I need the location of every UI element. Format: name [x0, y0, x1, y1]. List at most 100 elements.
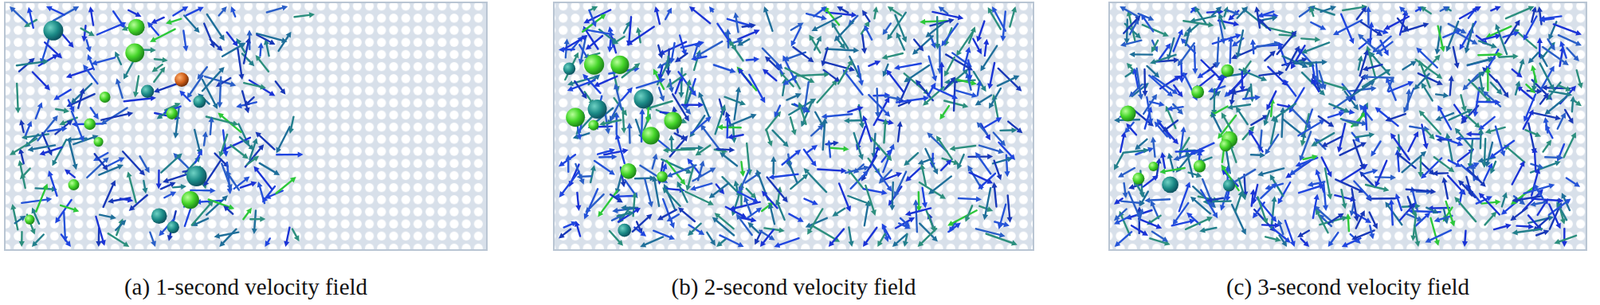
vector-shaft [1362, 109, 1373, 121]
vector-head [1197, 72, 1204, 79]
vector-shaft [1260, 130, 1263, 147]
vector-head [600, 13, 607, 20]
vector-shaft [884, 96, 897, 99]
vector-shaft [765, 115, 778, 131]
vector-head [1557, 197, 1564, 204]
vector-head [147, 22, 153, 29]
vector-head [620, 127, 627, 134]
vector-head [976, 121, 983, 129]
vector-shaft [78, 93, 83, 109]
vector-head [1443, 92, 1449, 99]
vector-head [1310, 141, 1318, 147]
vector-shaft [658, 45, 661, 54]
vector-shaft [922, 169, 926, 186]
plate-b [553, 2, 1034, 251]
vector-shaft [233, 11, 236, 17]
vector-shaft [792, 47, 810, 59]
vector-head [179, 90, 186, 98]
particle-sphere [563, 62, 576, 75]
vector-shaft [679, 186, 688, 203]
particle-sphere [617, 223, 632, 238]
vector-head [167, 235, 173, 242]
vector-head [881, 189, 888, 196]
vector-shaft [278, 36, 289, 51]
vector-shaft [35, 188, 46, 212]
vector-head [1568, 117, 1574, 125]
vector-shaft [154, 58, 163, 60]
vector-head [1434, 54, 1440, 62]
vector-head [1338, 111, 1346, 118]
vector-head [1383, 186, 1390, 193]
vector-shaft [35, 107, 40, 119]
particle-sphere [588, 99, 608, 119]
vector-shaft [221, 134, 228, 153]
vector-head [639, 242, 647, 248]
vector-shaft [1125, 40, 1142, 45]
vector-shaft [985, 188, 992, 215]
vector-shaft [990, 11, 1001, 29]
vector-shaft [892, 182, 894, 206]
vector-head [834, 35, 841, 42]
vector-head [1575, 40, 1582, 47]
vector-head [608, 31, 616, 37]
vector-head [1126, 62, 1133, 70]
vector-head [1278, 198, 1284, 205]
vector-head [1003, 171, 1010, 177]
vector-head [599, 120, 606, 126]
vector-head [709, 192, 716, 199]
vector-head [815, 35, 822, 43]
vector-shaft [670, 79, 672, 88]
vector-shaft [124, 98, 151, 102]
vector-head [58, 120, 66, 126]
vector-head [1487, 57, 1495, 63]
vector-head [1445, 133, 1451, 140]
vector-head [47, 149, 53, 157]
vector-head [857, 105, 864, 112]
vector-head [133, 91, 139, 99]
vector-head [686, 78, 692, 86]
vector-head [81, 35, 87, 42]
vector-head [939, 113, 946, 121]
vector-head [1333, 30, 1340, 36]
vector-head [253, 166, 259, 173]
vector-shaft [807, 172, 827, 193]
vector-head [1337, 213, 1345, 220]
vector-shaft [847, 109, 859, 113]
vector-head [262, 196, 268, 204]
vector-shaft [611, 100, 621, 118]
vector-head [976, 47, 983, 55]
vector-shaft [1466, 115, 1477, 125]
vector-shaft [1152, 76, 1174, 92]
vector-head [1192, 68, 1198, 75]
vector-head [976, 35, 982, 43]
vector-head [662, 147, 669, 153]
vector-head [668, 134, 675, 141]
vector-head [65, 240, 71, 248]
vector-head [997, 223, 1004, 230]
vector-shaft [1403, 63, 1413, 70]
vector-shaft [772, 161, 775, 174]
vector-head [823, 71, 830, 78]
vector-head [239, 43, 247, 49]
vector-head [243, 100, 251, 106]
vector-shaft [160, 156, 178, 173]
vector-shaft [1346, 238, 1361, 245]
vector-head [894, 191, 900, 198]
vector-head [1016, 127, 1024, 134]
vector-shaft [1482, 117, 1495, 127]
vector-head [627, 87, 633, 95]
vector-head [63, 107, 71, 114]
vector-head [594, 74, 601, 80]
vector-shaft [715, 109, 724, 135]
vector-shaft [617, 139, 624, 165]
vector-head [862, 115, 868, 122]
vector-head [817, 124, 824, 130]
vector-shaft [1388, 206, 1402, 225]
vector-shaft [993, 133, 1003, 143]
vector-head [930, 42, 937, 49]
vector-head [265, 240, 271, 248]
vector-head [1311, 154, 1318, 161]
vector-shaft [932, 11, 958, 18]
vector-shaft [719, 235, 739, 245]
vector-head [930, 226, 937, 233]
